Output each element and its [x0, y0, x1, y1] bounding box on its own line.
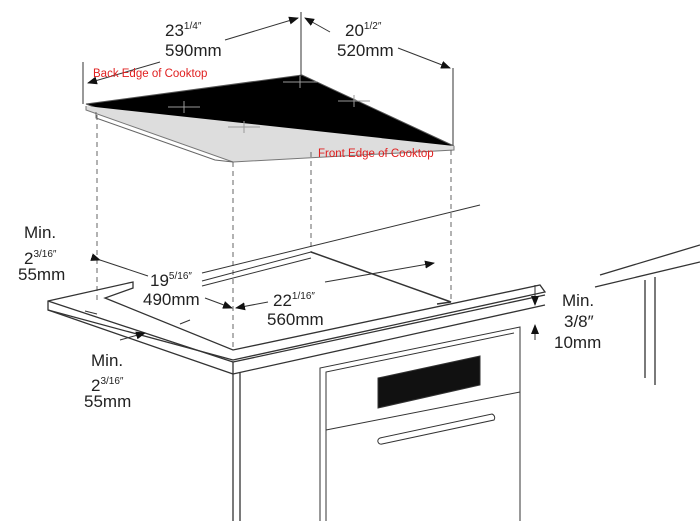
wall-oven: [319, 326, 521, 521]
cooktop-width-mm: 590mm: [165, 41, 222, 60]
cutout-depth-inch: 195/16″: [150, 266, 192, 291]
cooktop-width-inch: 231/4″: [165, 16, 201, 41]
inch-fraction: 1/4″: [183, 21, 202, 32]
inch-value: 2: [91, 376, 101, 395]
min-front-label: Min.: [91, 351, 124, 370]
cutout-depth-mm: 490mm: [143, 290, 200, 309]
cooktop-depth-inch: 201/2″: [345, 16, 381, 41]
cutout-width-inch: 221/16″: [273, 286, 315, 311]
min-back-mm: 55mm: [18, 265, 66, 284]
inch-fraction: 3/16″: [33, 249, 57, 260]
cutout-width-mm: 560mm: [267, 310, 324, 329]
min-back-inch: 23/16″: [24, 244, 56, 269]
inch-fraction: 3/16″: [100, 376, 124, 387]
min-front-mm: 55mm: [84, 392, 132, 411]
countertop: [47, 244, 700, 521]
min-clearance-mm: 10mm: [554, 333, 602, 352]
min-clearance-inch: 3/8″: [564, 312, 594, 331]
min-clearance-label: Min.: [562, 291, 595, 310]
min-front-inch: 23/16″: [91, 371, 123, 396]
cooktop: [85, 74, 455, 163]
inch-fraction: 1/16″: [291, 291, 315, 302]
inch-fraction: 1/2″: [363, 21, 382, 32]
burner-icons: [168, 76, 370, 133]
inch-fraction: 5/16″: [168, 271, 192, 282]
inch-value: 23: [165, 21, 184, 40]
inch-value: 22: [273, 291, 292, 310]
inch-value: 20: [345, 21, 364, 40]
inch-value: 2: [24, 249, 34, 268]
back-edge-label: Back Edge of Cooktop: [93, 68, 208, 80]
cooktop-depth-mm: 520mm: [337, 41, 394, 60]
min-back-label: Min.: [24, 223, 57, 242]
inch-value: 19: [150, 271, 169, 290]
front-edge-label: Front Edge of Cooktop: [318, 148, 434, 160]
